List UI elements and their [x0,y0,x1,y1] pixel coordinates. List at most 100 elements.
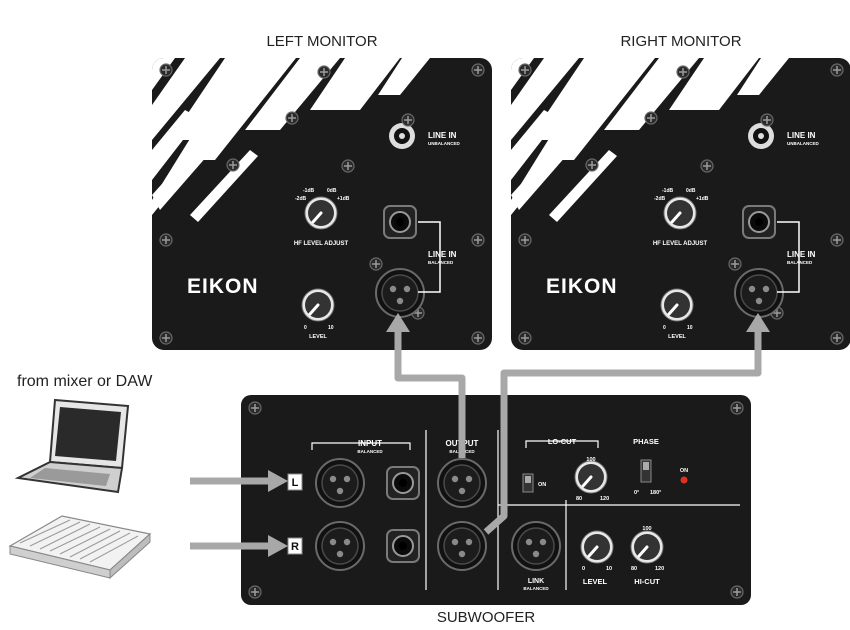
sub-input-label: INPUT [358,439,382,448]
arrow-head-input-r [268,535,288,557]
cable-sub-to-left [394,328,466,458]
hf-level-knob[interactable] [662,195,698,231]
sub-level-knob[interactable] [579,529,615,565]
screw-icon [159,331,173,345]
mixer-icon [8,515,152,580]
source-label: from mixer or DAW [17,373,153,390]
jack-input-icon [383,205,417,239]
sub-phase-label: PHASE [633,437,659,446]
sub-level-label: LEVEL [583,577,608,586]
hf-mark: +1dB [337,196,350,202]
right-line-in-unbalanced: LINE IN [787,131,816,140]
subwoofer-title: SUBWOOFER [437,609,536,626]
sub-link-label: LINK [528,578,544,585]
right-monitor-title: RIGHT MONITOR [620,33,741,50]
channel-l-marker: L [287,473,303,491]
right-balanced-label: BALANCED [787,260,813,265]
screw-icon [471,331,485,345]
screw-icon [700,159,714,173]
arrow-head-left-monitor [386,313,410,332]
screw-icon [159,63,173,77]
screw-icon [285,111,299,125]
sub-input-xlr-l [315,458,365,508]
left-brand-logo: EIKON [187,275,259,298]
phase-switch[interactable] [640,459,652,483]
screw-icon [760,113,774,127]
level-knob[interactable] [300,287,336,323]
screw-icon [369,257,383,271]
right-brand-logo: EIKON [546,275,618,298]
arrow-head-input-l [268,470,288,492]
hf-mark: 0dB [327,188,337,194]
hf-mark: -1dB [662,188,674,194]
screw-icon [730,585,744,599]
sub-link-xlr [511,521,561,571]
sub-hicut-label: HI-CUT [634,577,660,586]
screw-icon [226,158,240,172]
left-level-label: LEVEL [309,334,327,340]
right-hf-level-adjust: HF LEVEL ADJUST [653,241,708,247]
locut-mark: 100 [586,457,595,463]
bracket-line [777,221,800,293]
sub-level-max: 10 [606,566,612,572]
screw-icon [317,65,331,79]
sub-locut-label: LO-CUT [548,437,577,446]
hicut-knob[interactable] [629,529,665,565]
sub-link-sub: BALANCED [523,586,549,591]
hicut-mark: 120 [655,566,664,572]
sub-output-xlr-l [437,458,487,508]
screw-icon [518,233,532,247]
cable-lines [190,328,762,550]
screw-icon [518,63,532,77]
hf-mark: -1dB [303,188,315,194]
locut-mark: 80 [576,496,582,502]
arrow-head-right-monitor [746,313,770,332]
locut-switch[interactable] [522,473,534,493]
hicut-mark: 100 [642,526,651,532]
sub-level-min: 0 [582,566,585,572]
hf-mark: +1dB [696,196,709,202]
phase-mark: 0° [634,490,639,496]
screw-icon [728,257,742,271]
right-monitor-panel: LINE IN UNBALANCED -2dB -1dB 0dB +1dB HF… [511,58,850,350]
cable-sub-to-right [483,328,762,535]
xlr-input-icon [375,268,425,318]
hf-mark: 0dB [686,188,696,194]
level-max: 10 [687,325,693,331]
hf-mark: -2dB [654,196,666,202]
hicut-mark: 80 [631,566,637,572]
locut-knob[interactable] [573,459,609,495]
rca-input-icon [748,123,774,149]
hf-level-knob[interactable] [303,195,339,231]
screw-icon [341,159,355,173]
right-level-label: LEVEL [668,334,686,340]
screw-icon [830,63,844,77]
screw-icon [830,331,844,345]
left-monitor-title: LEFT MONITOR [266,33,377,50]
rca-input-icon [389,123,415,149]
sub-output-xlr-r [437,521,487,571]
level-knob[interactable] [659,287,695,323]
right-unbalanced-label: UNBALANCED [787,141,819,146]
screw-icon [401,113,415,127]
sub-input-jack-l [386,466,420,500]
left-line-in-unbalanced: LINE IN [428,131,457,140]
subwoofer-panel: INPUT BALANCED L R OUTPUT BALANCED LINK … [241,395,751,605]
screw-icon [471,233,485,247]
locut-on-label: ON [538,482,546,488]
screw-icon [248,401,262,415]
sub-input-jack-r [386,529,420,563]
sub-input-xlr-r [315,521,365,571]
laptop-icon [14,398,130,494]
screw-icon [830,233,844,247]
xlr-input-icon [734,268,784,318]
bracket-line [418,221,441,293]
level-min: 0 [304,325,307,331]
channel-r-marker: R [287,537,303,555]
channel-r-label: R [291,541,299,553]
left-monitor-panel: LINE IN UNBALANCED -2dB -1dB 0dB +1dB HF… [152,58,492,350]
locut-mark: 120 [600,496,609,502]
screw-icon [518,331,532,345]
screw-icon [248,585,262,599]
